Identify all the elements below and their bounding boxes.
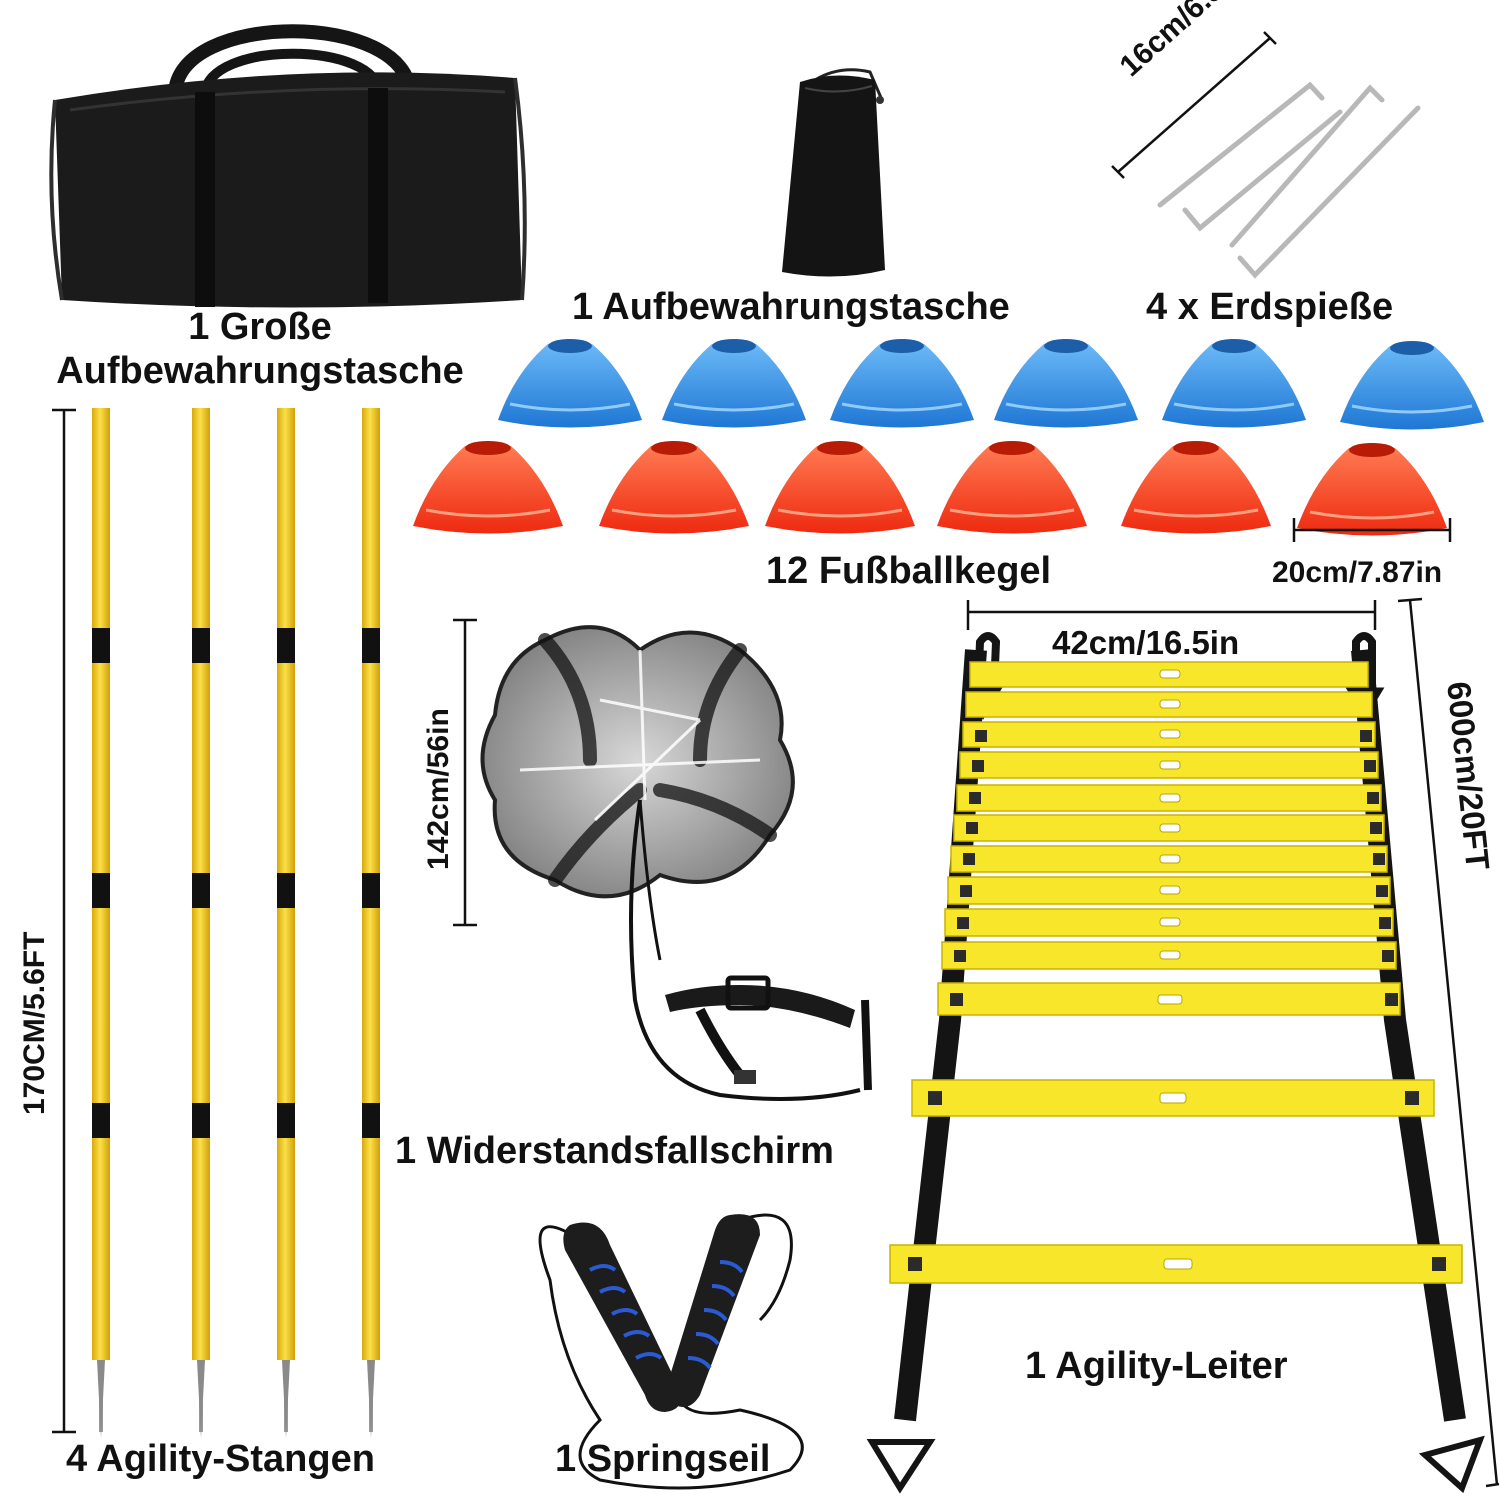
- large-bag-label-line1: 1 Große: [188, 306, 332, 348]
- ground-stakes: [1157, 81, 1421, 279]
- cone-diameter-bracket: [1292, 518, 1452, 542]
- pole-height-bracket: [52, 408, 76, 1434]
- large-bag-label-line2: Aufbewahrungstasche: [56, 350, 464, 392]
- parachute-waist-belt: [665, 975, 872, 1091]
- resistance-parachute: [480, 625, 861, 1101]
- ladder-label: 1 Agility-Leiter: [1025, 1345, 1288, 1387]
- ladder-width-bracket: [966, 600, 1377, 630]
- red-cones: [413, 441, 1447, 536]
- agility-ladder: [866, 632, 1485, 1494]
- jump-rope: [538, 1213, 804, 1490]
- agility-pole: [92, 408, 110, 1438]
- stake-length-bracket: [1111, 31, 1277, 179]
- large-bag-label: 1 Große Aufbewahrungstasche: [15, 308, 505, 390]
- agility-pole: [192, 408, 210, 1438]
- agility-pole: [362, 408, 380, 1438]
- rope-label: 1 Springseil: [555, 1438, 771, 1480]
- parachute-size-label: 142cm/56in: [422, 708, 455, 870]
- small-bag-label: 1 Aufbewahrungstasche: [572, 286, 1010, 328]
- pole-height-label: 170CM/5.6FT: [18, 931, 51, 1115]
- small-storage-bag: [782, 68, 885, 277]
- parachute-label: 1 Widerstandsfallschirm: [395, 1130, 834, 1172]
- agility-pole: [277, 408, 295, 1438]
- poles-label: 4 Agility-Stangen: [66, 1438, 375, 1480]
- ladder-width-label: 42cm/16.5in: [1052, 624, 1240, 661]
- parachute-size-bracket: [453, 618, 477, 927]
- cones-label: 12 Fußballkegel: [766, 550, 1052, 592]
- blue-cones: [498, 339, 1484, 430]
- cone-diameter-label: 20cm/7.87in: [1272, 556, 1443, 589]
- ladder-length-bracket: [1397, 597, 1500, 1488]
- large-storage-bag: [49, 24, 527, 308]
- stakes-label: 4 x Erdspieße: [1146, 286, 1394, 328]
- agility-poles: [92, 408, 380, 1438]
